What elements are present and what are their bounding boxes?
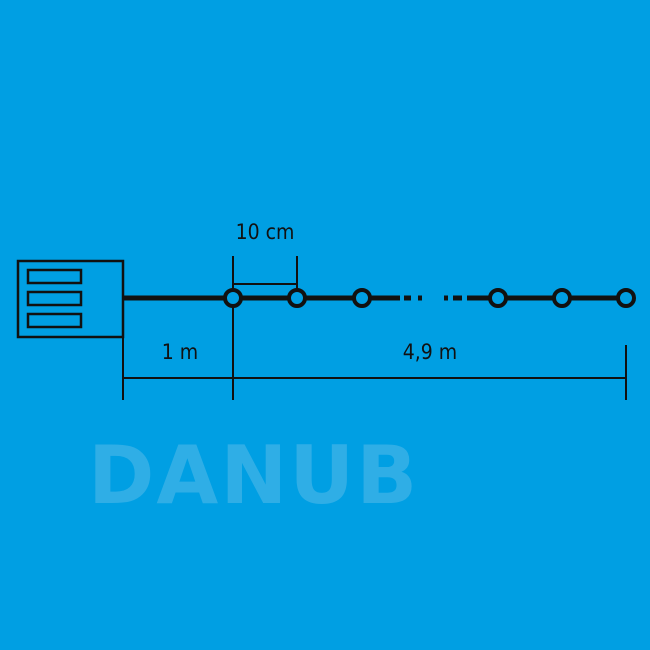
- dimension-lines: [122, 256, 627, 400]
- bulb: [616, 288, 636, 308]
- lit-length-label: 4,9 m: [403, 340, 457, 364]
- bulb: [488, 288, 508, 308]
- lead-cable-length-label: 1 m: [162, 340, 198, 364]
- bulb: [552, 288, 572, 308]
- bulb: [223, 288, 243, 308]
- bulb-spacing-label: 10 cm: [236, 220, 295, 244]
- bulbs: [223, 288, 636, 308]
- bulb: [287, 288, 307, 308]
- bulb: [352, 288, 372, 308]
- usb-plug-icon: [16, 259, 125, 339]
- watermark-logo: DANUB: [88, 429, 419, 522]
